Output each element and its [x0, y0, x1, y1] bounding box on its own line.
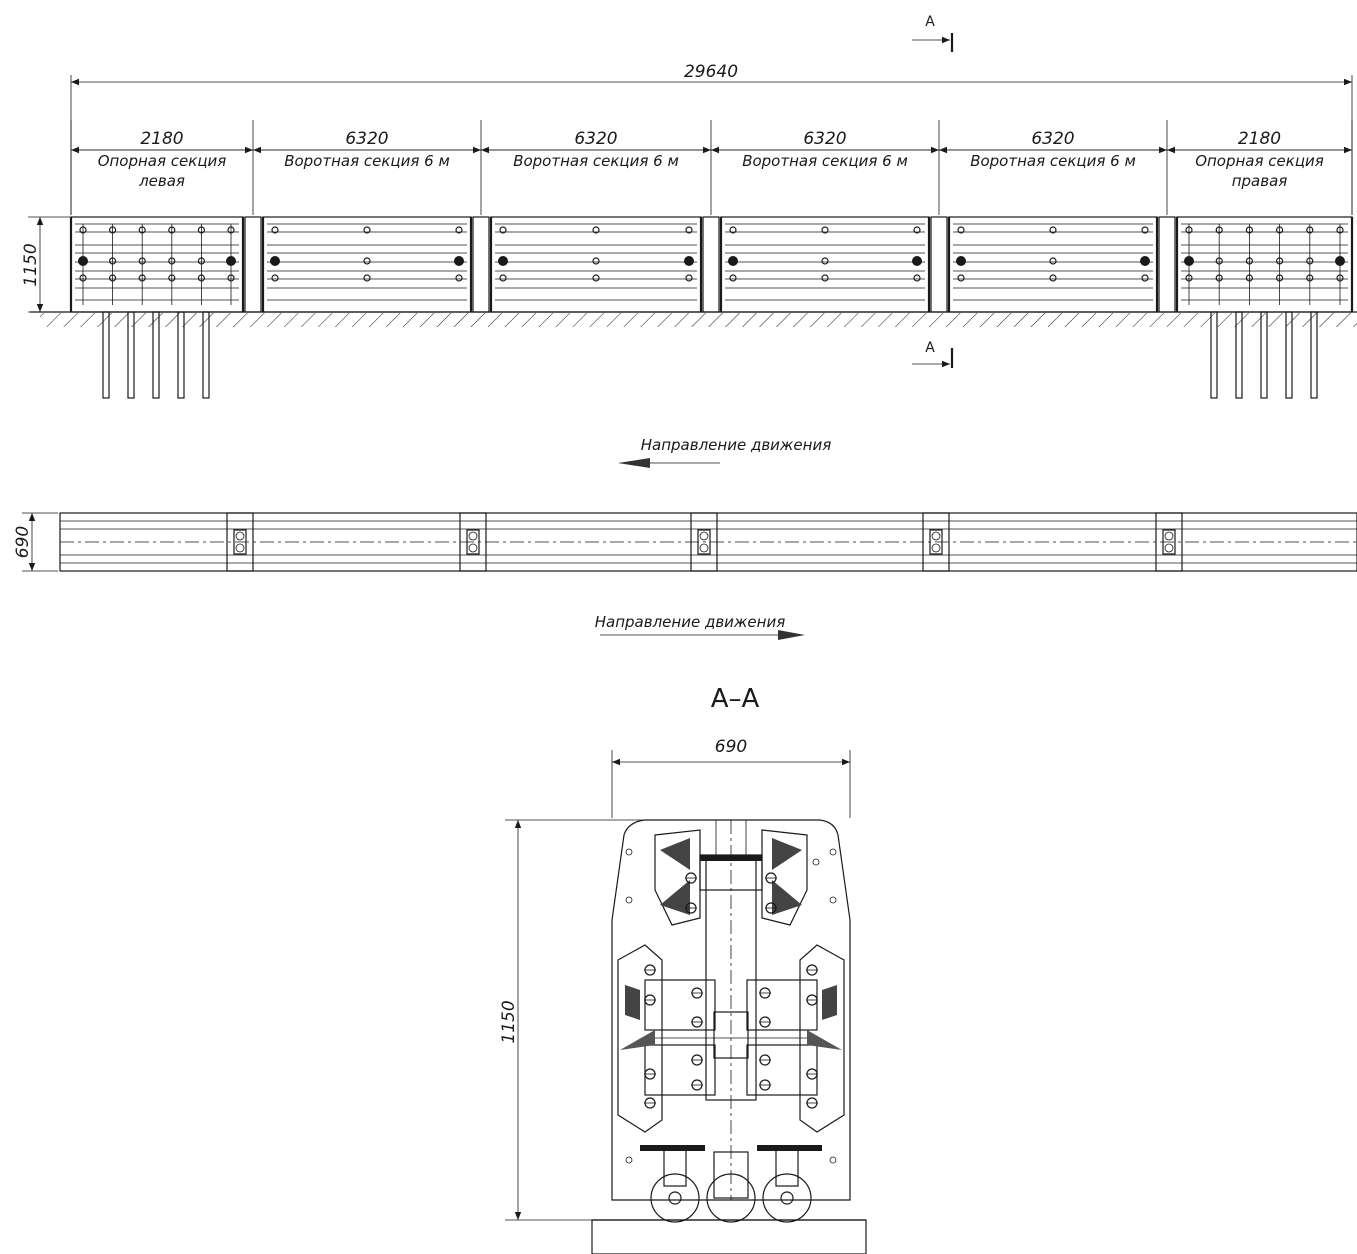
- mount-hole: [625, 848, 633, 856]
- section-length-label: 6320: [574, 129, 617, 149]
- barrier-section: [489, 216, 703, 313]
- hinge-pin: [912, 256, 922, 266]
- section-name-label: Воротная секция 6 м: [284, 152, 450, 170]
- section-length-label: 2180: [140, 129, 183, 149]
- section-joint: [1158, 216, 1176, 313]
- hinge-pin: [1335, 256, 1345, 266]
- section-joint: [472, 216, 490, 313]
- wheels: [650, 1149, 812, 1223]
- hinge-pin: [684, 256, 694, 266]
- hinge-pin: [498, 256, 508, 266]
- hinge-pin: [270, 256, 280, 266]
- direction-label-bottom: Направление движения: [595, 613, 785, 631]
- total-length-dimension: 29640: [70, 62, 1353, 215]
- pile: [102, 311, 110, 399]
- mount-hole: [812, 858, 820, 866]
- section-name-label: Воротная секция 6 м: [742, 152, 908, 170]
- barrier-section: [719, 216, 931, 313]
- barrier-section: [1175, 216, 1354, 313]
- pile: [152, 311, 160, 399]
- pile: [127, 311, 135, 399]
- section-joint: [244, 216, 262, 313]
- section-joint: [930, 216, 948, 313]
- plan-view: 690: [13, 512, 1357, 572]
- mount-hole: [829, 1156, 837, 1164]
- section-length-label: 6320: [1031, 129, 1074, 149]
- section-length-label: 6320: [345, 129, 388, 149]
- section-side-label: правая: [1232, 172, 1288, 190]
- pile: [1235, 311, 1243, 399]
- mount-hole: [625, 1156, 633, 1164]
- section-title: А–А: [711, 684, 760, 714]
- section-boxes: [69, 216, 1354, 313]
- pile: [1285, 311, 1293, 399]
- hinge-pin: [1140, 256, 1150, 266]
- direction-label-top: Направление движения: [641, 436, 831, 454]
- section-a-a: А–А 690 1150: [499, 684, 867, 1254]
- plan-width-dimension: 690: [13, 512, 58, 572]
- pile: [1260, 311, 1268, 399]
- section-name-label: Опорная секция: [98, 152, 227, 170]
- direction-indicator-bottom: Направление движения: [595, 613, 805, 640]
- section-name-label: Воротная секция 6 м: [970, 152, 1136, 170]
- cut-marker-bottom: А: [912, 340, 954, 368]
- direction-indicator-top: Направление движения: [618, 436, 831, 468]
- mount-hole: [625, 896, 633, 904]
- section-bolts: [625, 848, 837, 1164]
- plan-joint: [690, 512, 718, 572]
- ground-line: [30, 311, 1357, 327]
- height-label: 1150: [21, 243, 41, 286]
- section-height-label: 1150: [499, 1000, 519, 1043]
- barrier-section: [261, 216, 473, 313]
- hinge-pin: [1184, 256, 1194, 266]
- support-piles: [102, 311, 1318, 399]
- total-length-label: 29640: [684, 62, 738, 82]
- section-name-label: Опорная секция: [1195, 152, 1324, 170]
- barrier-section: [947, 216, 1159, 313]
- svg-text:А: А: [925, 14, 935, 30]
- mount-hole: [829, 848, 837, 856]
- section-name-label: Воротная секция 6 м: [513, 152, 679, 170]
- hinge-pin: [226, 256, 236, 266]
- pile: [177, 311, 185, 399]
- hinge-pin: [956, 256, 966, 266]
- plan-joint: [922, 512, 950, 572]
- section-joint: [702, 216, 720, 313]
- mount-hole: [829, 896, 837, 904]
- cut-marker-top: А: [912, 14, 954, 52]
- barrier-section: [69, 216, 245, 313]
- plan-joint: [459, 512, 487, 572]
- hinge-pin: [78, 256, 88, 266]
- section-side-label: левая: [138, 172, 185, 190]
- section-width-dimension: 690: [611, 737, 851, 818]
- svg-text:А: А: [925, 340, 935, 356]
- plan-width-label: 690: [13, 526, 33, 558]
- pile: [202, 311, 210, 399]
- hinge-pin: [454, 256, 464, 266]
- plan-joint: [1155, 512, 1183, 572]
- plan-joints: [226, 512, 1183, 572]
- plan-joint: [226, 512, 254, 572]
- height-dimension: 1150: [21, 216, 70, 313]
- section-length-label: 2180: [1238, 129, 1281, 149]
- section-length-label: 6320: [803, 129, 846, 149]
- pile: [1210, 311, 1218, 399]
- section-height-dimension: 1150: [499, 819, 655, 1221]
- section-width-label: 690: [715, 737, 747, 757]
- pile: [1310, 311, 1318, 399]
- hinge-pin: [728, 256, 738, 266]
